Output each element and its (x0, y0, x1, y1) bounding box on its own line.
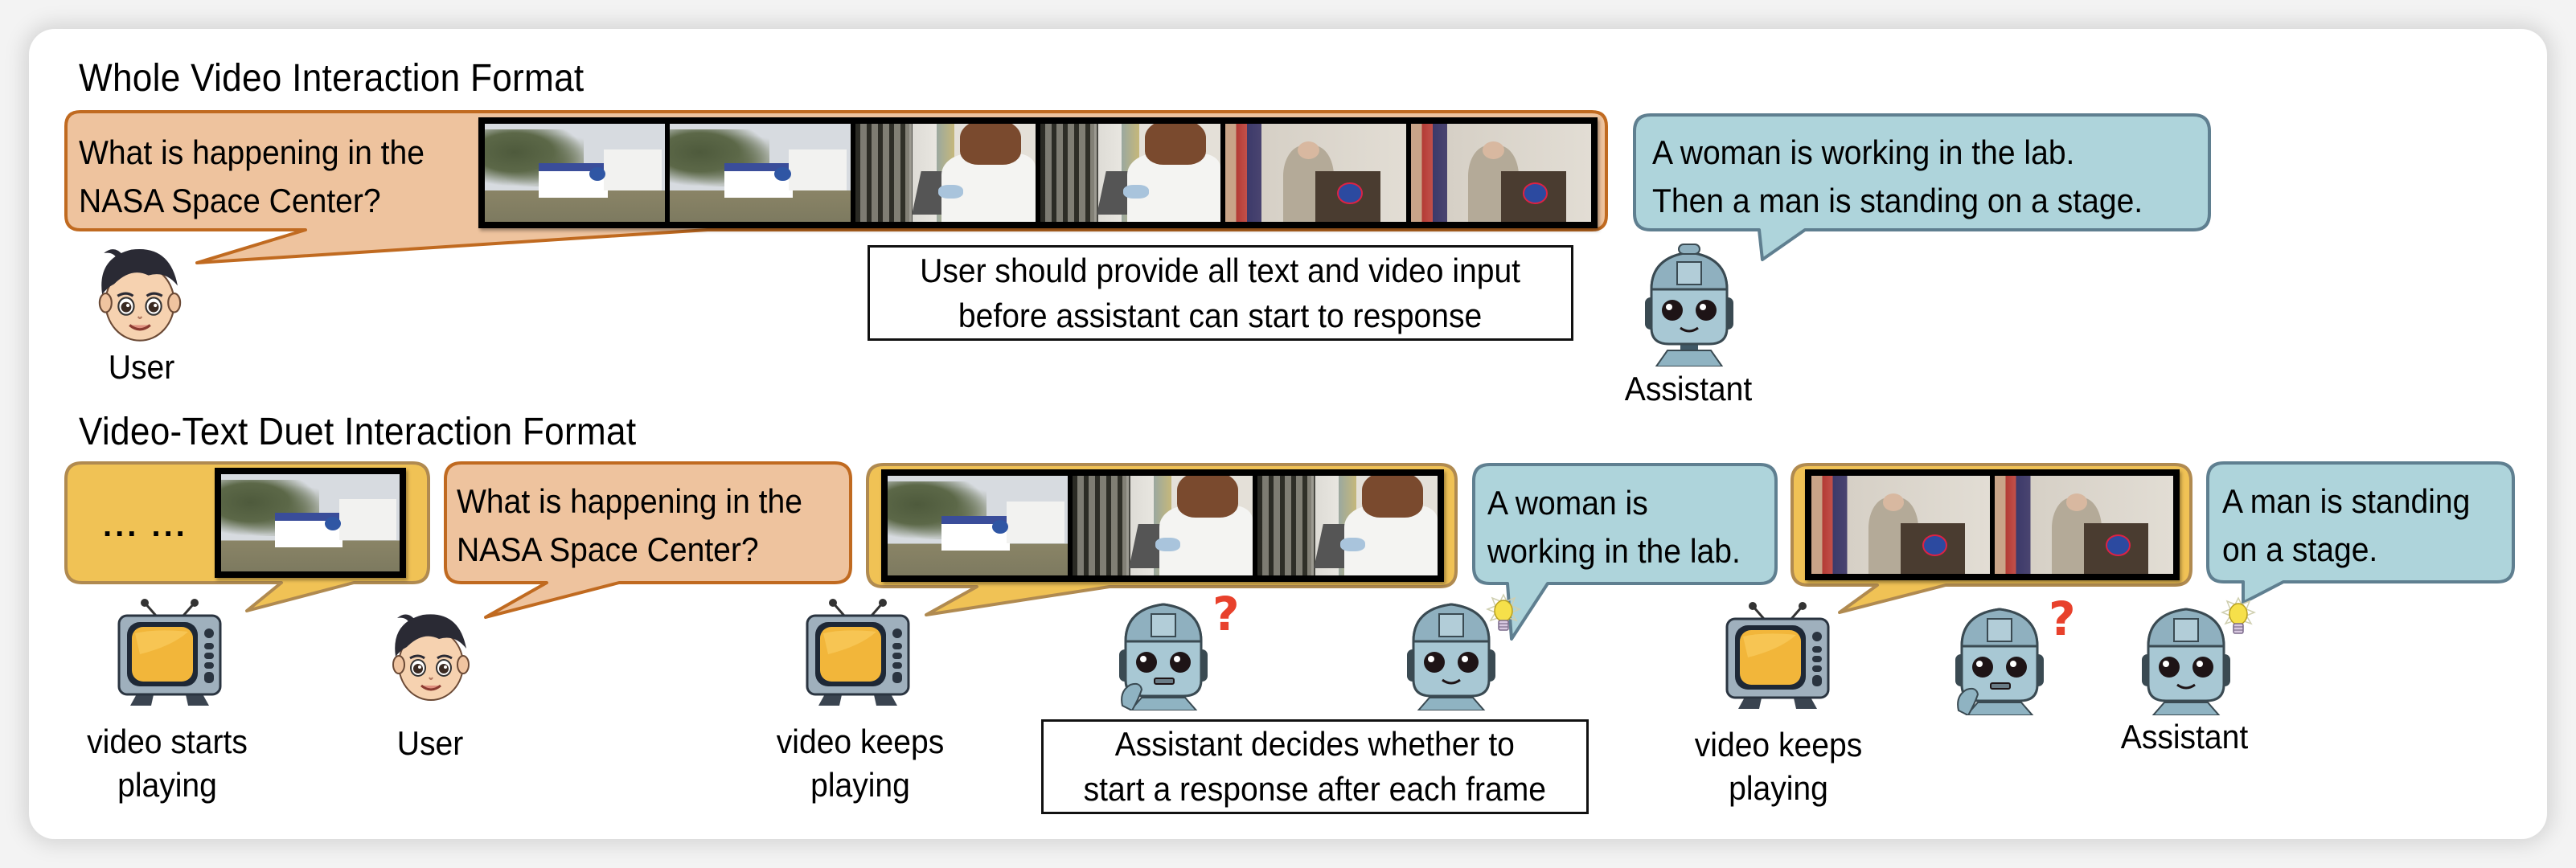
assistant-bubble-whole (1633, 113, 2211, 261)
lightbulb-icon (1485, 593, 1522, 641)
user-question-line2: NASA Space Center? (79, 182, 381, 219)
label-line1: video starts (87, 723, 248, 760)
assistant-answer-duet-1: A woman is working in the lab. (1487, 479, 1741, 575)
video-frame-strip-2 (881, 469, 1444, 582)
label-video-keeps-1: video keeps playing (777, 720, 944, 807)
tv-icon (804, 598, 912, 710)
video-frame-lab-woman (1040, 124, 1221, 222)
label-line1: video keeps (1694, 726, 1863, 764)
user-question-line1: What is happening in the (79, 133, 425, 171)
section-title-whole-video: Whole Video Interaction Format (79, 57, 585, 100)
assistant-answer-line1: A man is standing (2222, 482, 2471, 520)
robot-thinking-icon (1950, 601, 2049, 717)
question-mark-icon: ? (2049, 592, 2076, 646)
user-bubble-duet (444, 461, 852, 619)
note-line2: before assistant can start to response (958, 296, 1483, 334)
note-whole-video: User should provide all text and video i… (868, 245, 1573, 341)
tv-icon (116, 598, 224, 710)
user-avatar-icon (383, 607, 479, 703)
label-line1: video keeps (776, 723, 945, 760)
assistant-bubble-duet-1 (1472, 463, 1778, 641)
assistant-answer-line2: working in the lab. (1487, 532, 1741, 570)
label-line2: playing (810, 766, 910, 804)
video-frame-podium-man (1811, 476, 1990, 574)
assistant-label-whole: Assistant (1624, 370, 1753, 407)
label-video-keeps-2: video keeps playing (1695, 723, 1862, 810)
assistant-answer-line1: A woman is working in the lab. (1652, 133, 2075, 171)
video-frame-strip-3 (1805, 469, 2180, 580)
label-line2: playing (1729, 769, 1828, 807)
video-frame-podium-man (1410, 124, 1591, 222)
user-question-whole: What is happening in the NASA Space Cent… (79, 129, 425, 225)
note-duet: Assistant decides whether to start a res… (1041, 719, 1589, 814)
user-label-duet: User (396, 724, 464, 762)
robot-icon (1640, 241, 1738, 367)
assistant-answer-duet-2: A man is standing on a stage. (2222, 477, 2470, 574)
user-question-line2: NASA Space Center? (457, 530, 759, 568)
assistant-answer-line2: on a stage. (2222, 530, 2378, 568)
user-avatar-icon (88, 241, 191, 344)
video-frame-strip-whole (478, 117, 1598, 228)
label-line2: playing (117, 766, 217, 804)
robot-thinking-icon (1114, 596, 1212, 712)
video-frame-lab-woman (1257, 476, 1438, 575)
video-frame-lab-woman (855, 124, 1036, 222)
assistant-answer-line1: A woman is (1487, 484, 1648, 522)
video-frame-podium-man (1995, 476, 2173, 574)
video-frame-nasa-sign (670, 124, 851, 222)
assistant-answer-line2: Then a man is standing on a stage. (1652, 182, 2143, 219)
lightbulb-icon (2220, 596, 2257, 645)
user-question-line1: What is happening in the (457, 482, 802, 520)
tv-icon (1724, 601, 1832, 714)
robot-idea-icon (2137, 601, 2235, 716)
note-line2: start a response after each frame (1083, 770, 1547, 808)
video-frame-nasa-sign (485, 124, 666, 222)
video-frame-podium-man (1225, 124, 1406, 222)
ellipsis-text: ... ... (103, 508, 188, 543)
note-line1: Assistant decides whether to (1114, 725, 1516, 763)
video-frame-lab-woman (1073, 476, 1253, 575)
assistant-bubble-duet-2 (2206, 461, 2515, 604)
video-frame-nasa-sign (888, 476, 1068, 575)
video-frame-strip-1 (215, 468, 406, 578)
label-video-starts: video starts playing (87, 720, 248, 807)
user-question-duet: What is happening in the NASA Space Cent… (457, 477, 802, 574)
robot-idea-icon (1402, 596, 1500, 711)
user-label-whole: User (108, 348, 175, 386)
section-title-duet: Video-Text Duet Interaction Format (79, 411, 637, 453)
note-line1: User should provide all text and video i… (920, 251, 1521, 289)
assistant-label-duet: Assistant (2120, 718, 2249, 755)
video-frame-nasa-sign (221, 474, 400, 571)
assistant-answer-whole: A woman is working in the lab. Then a ma… (1652, 129, 2143, 225)
question-mark-icon: ? (1212, 587, 1240, 641)
